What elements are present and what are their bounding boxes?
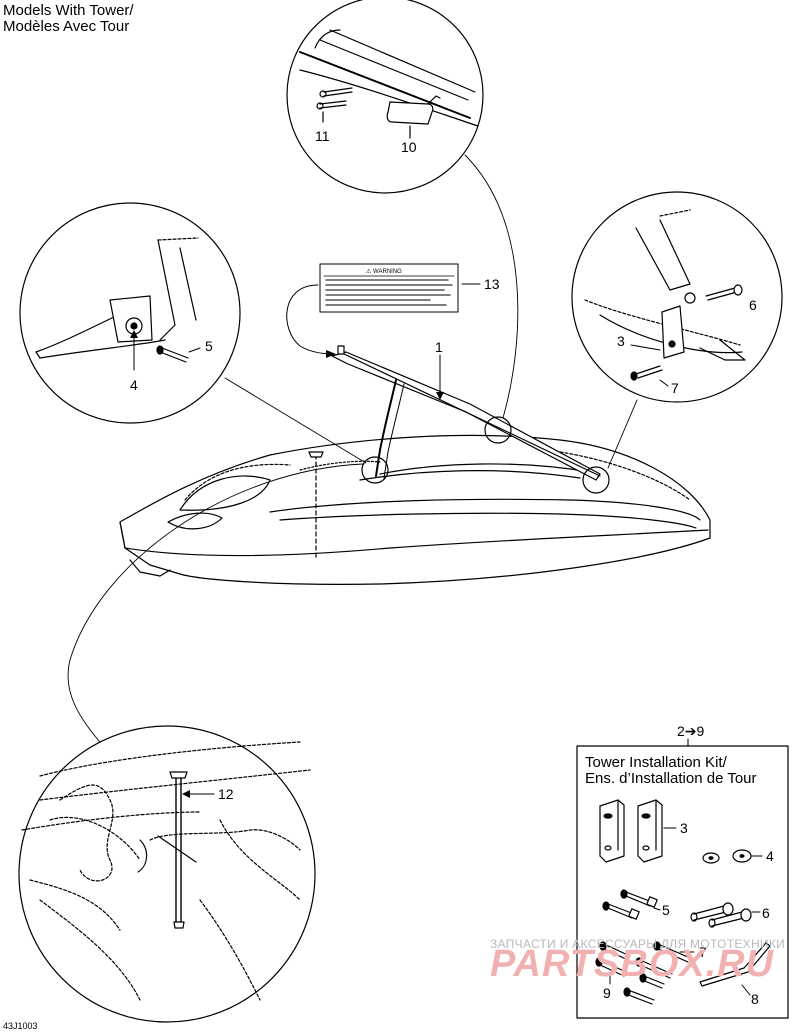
- decal-location-curve: [286, 284, 335, 355]
- decal-location-arrow: [326, 350, 336, 358]
- diagram-code: 43J1003: [3, 1021, 38, 1031]
- decal-heading: ⚠ WARNING: [366, 268, 402, 275]
- watermark-tagline: ЗАПЧАСТИ И АКСЕССУАРЫ ДЛЯ МОТОТЕХНИКИ: [490, 937, 786, 951]
- callout-4: 4: [130, 377, 138, 393]
- kit-screws-6: [690, 902, 752, 928]
- callout-6: 6: [749, 297, 757, 313]
- detail-marker-right-mount: [582, 466, 610, 494]
- kit-callout-6: 6: [762, 905, 770, 921]
- rod-on-boat: [308, 451, 324, 561]
- callout-11: 11: [315, 128, 330, 144]
- arrowhead-12: [182, 790, 190, 798]
- leader-7: [659, 379, 669, 387]
- kit-callout-8: 8: [751, 991, 759, 1007]
- callout-10: 10: [401, 139, 417, 155]
- kit-title-english: Tower Installation Kit/: [585, 754, 727, 771]
- kit-screws-5: [602, 889, 658, 920]
- kit-leader-8: [741, 984, 751, 996]
- callout-7: 7: [671, 380, 679, 396]
- kit-range-label: 2➔9: [677, 723, 705, 739]
- connector-lines: [67, 154, 638, 761]
- detail-circle-mirror: [286, 0, 484, 194]
- kit-callout-3: 3: [680, 820, 688, 836]
- leader-3: [630, 344, 661, 351]
- kit-leader-5: [653, 907, 661, 911]
- kit-bracket-pair: [599, 799, 663, 863]
- diagram-title-french: Modèles Avec Tour: [3, 18, 130, 35]
- wakeboard-tower: [331, 345, 601, 481]
- detail-circle-rod: [18, 725, 316, 1023]
- kit-box: [576, 745, 789, 1019]
- kit-screws-7-9: [595, 941, 691, 1005]
- callout-3: 3: [617, 333, 625, 349]
- kit-callout-5: 5: [662, 902, 670, 918]
- kit-callout-4: 4: [766, 848, 774, 864]
- detail-marker-mirror: [484, 416, 512, 444]
- detail-circle-left-mount: [19, 202, 241, 424]
- arrowhead-4: [130, 330, 138, 338]
- kit-hex-key: [699, 942, 771, 987]
- detail-marker-left-mount: [361, 456, 389, 484]
- diagram-title-english: Models With Tower/: [3, 2, 134, 19]
- leader-5: [188, 347, 201, 353]
- callout-5: 5: [205, 338, 213, 354]
- boat-hull: [119, 434, 711, 585]
- warning-decal: ⚠ WARNING: [319, 263, 459, 313]
- callout-12: 12: [218, 786, 234, 802]
- callout-13: 13: [484, 276, 500, 292]
- kit-callout-7: 7: [699, 944, 707, 960]
- kit-callout-9: 9: [603, 985, 611, 1001]
- watermark-brand: PARTSBOX.RU: [490, 943, 775, 985]
- kit-washers: [702, 849, 752, 864]
- kit-title-french: Ens. d’Installation de Tour: [585, 770, 757, 787]
- detail-circle-right-mount: [571, 191, 783, 403]
- arrowhead-1: [436, 392, 444, 400]
- callout-1: 1: [435, 339, 443, 355]
